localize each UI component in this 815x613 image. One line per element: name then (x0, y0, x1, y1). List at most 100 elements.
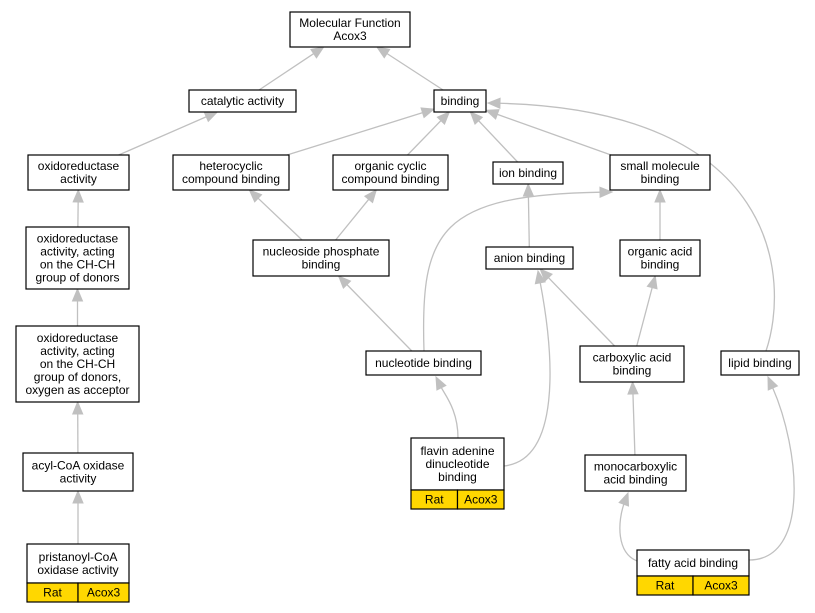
node-fad-tag-label: Acox3 (464, 493, 498, 507)
node-fatty-acid-box (636, 549, 750, 577)
node-anion[interactable]: anion binding (485, 246, 574, 270)
edge-oxido-chch-to-oxidoreductase-arrowhead (72, 188, 84, 203)
edge-fatty-acid-to-monocarboxylic-line (619, 503, 641, 563)
edge-small-molecule-to-binding-line (496, 113, 612, 156)
edge-ion-to-binding-arrowhead (469, 111, 484, 126)
node-anion-label-line: anion binding (494, 251, 565, 265)
node-acyl-coa-label-line: acyl-CoA oxidase (32, 459, 125, 473)
node-nucleoside-phosphate-label-line: nucleoside phosphate (263, 245, 380, 259)
node-fad-box (410, 437, 505, 491)
node-lipid[interactable]: lipid binding (720, 350, 800, 376)
node-catalytic-label-line: catalytic activity (201, 94, 284, 108)
node-oxido-chch-label-line: group of donors (35, 271, 119, 285)
node-small-molecule-label-line: binding (641, 172, 680, 186)
edge-anion-to-ion-line (527, 194, 530, 248)
edge-catalytic-to-mf-arrowhead (310, 46, 325, 59)
node-monocarboxylic-label-line: monocarboxylic (594, 460, 677, 474)
edge-small-molecule-to-binding-arrowhead (484, 109, 500, 120)
edge-carboxylic-to-organic-acid-arrowhead (646, 274, 658, 290)
node-monocarboxylic-label-line: acid binding (603, 473, 667, 487)
edge-lipid-to-binding-arrowhead (486, 97, 501, 110)
node-small-molecule-box (609, 154, 711, 191)
edge-nucleoside-phosphate-to-organic-cyclic-arrowhead (363, 188, 378, 204)
edge-carboxylic-to-anion (539, 268, 616, 347)
node-nucleoside-phosphate-label-line: binding (302, 258, 341, 272)
node-mf-label-line: Molecular Function (299, 16, 400, 30)
edge-nucleotide-to-small-molecule-arrowhead (599, 186, 614, 198)
node-oxidoreductase-label-line: activity (60, 172, 97, 186)
node-oxido-chch-label-line: activity, acting (40, 245, 114, 259)
node-catalytic[interactable]: catalytic activity (188, 89, 297, 113)
node-binding-box (433, 89, 487, 113)
node-heterocyclic-box (172, 154, 290, 191)
node-oxido-oxygen-label-line: oxygen as acceptor (25, 383, 129, 397)
node-oxido-oxygen-label-line: oxidoreductase (37, 331, 119, 345)
node-oxido-oxygen-label-line: on the CH-CH (40, 357, 115, 371)
edge-lipid-to-binding (486, 97, 776, 352)
edge-fatty-acid-to-monocarboxylic (618, 491, 641, 563)
node-binding[interactable]: binding (433, 89, 487, 113)
edge-anion-to-ion-arrowhead (522, 182, 535, 197)
node-carboxylic-box (579, 345, 685, 383)
node-carboxylic-label-line: carboxylic acid (593, 351, 672, 365)
node-oxido-oxygen-box (15, 325, 140, 403)
edge-nucleotide-to-small-molecule (422, 186, 614, 352)
edge-nucleotide-to-nucleoside-phosphate (337, 275, 413, 352)
node-nucleotide[interactable]: nucleotide binding (365, 350, 482, 376)
node-lipid-box (720, 350, 800, 376)
node-organic-cyclic-label-line: organic cyclic (354, 159, 426, 173)
edge-oxido-oxygen-to-oxido-chch-arrowhead (71, 287, 84, 302)
edge-organic-cyclic-to-binding-line (407, 119, 443, 156)
node-ion[interactable]: ion binding (492, 161, 564, 185)
node-oxidoreductase-label-line: oxidoreductase (38, 159, 120, 173)
node-oxidoreductase-box (27, 154, 130, 191)
node-nucleotide-label-line: nucleotide binding (375, 356, 472, 370)
node-oxido-chch-label-line: on the CH-CH (40, 258, 115, 272)
node-heterocyclic-label-line: compound binding (182, 172, 280, 186)
edge-acyl-coa-to-oxido-oxygen (71, 400, 84, 454)
edge-fad-to-nucleotide-arrowhead (435, 375, 447, 391)
edge-oxidoreductase-to-catalytic-line (118, 115, 208, 156)
node-small-molecule-label-line: small molecule (620, 159, 700, 173)
edge-heterocyclic-to-binding-arrowhead (420, 107, 436, 119)
edge-nucleotide-to-small-molecule-line (422, 191, 602, 352)
edge-small-molecule-to-binding (484, 109, 612, 156)
edge-nucleotide-to-nucleoside-phosphate-arrowhead (337, 275, 352, 289)
edge-oxido-oxygen-to-oxido-chch (71, 287, 84, 326)
node-pristanoyl-tag-label: Rat (43, 586, 62, 600)
edge-nucleoside-phosphate-to-organic-cyclic (335, 188, 378, 241)
edge-acyl-coa-to-oxido-oxygen-arrowhead (71, 400, 84, 415)
node-ion-box (492, 161, 564, 185)
edge-fatty-acid-to-lipid (748, 375, 795, 561)
node-fad-tag-label: Rat (425, 493, 444, 507)
node-acyl-coa-label-line: activity (60, 472, 97, 486)
edge-heterocyclic-to-binding (286, 107, 436, 156)
edge-binding-to-mf (375, 46, 444, 91)
node-acyl-coa-box (22, 452, 134, 492)
node-pristanoyl-label-line: pristanoyl-CoA (39, 550, 118, 564)
node-carboxylic-label-line: binding (613, 364, 652, 378)
node-fatty-acid-label-line: fatty acid binding (648, 556, 738, 570)
edge-catalytic-to-mf (258, 46, 325, 91)
edge-organic-cyclic-to-binding-arrowhead (436, 111, 451, 125)
edge-oxido-chch-to-oxidoreductase (72, 188, 84, 228)
node-oxido-chch-box (25, 226, 130, 290)
node-heterocyclic-label-line: heterocyclic (199, 159, 262, 173)
edge-fatty-acid-to-monocarboxylic-arrowhead (618, 491, 630, 507)
node-nucleoside-phosphate-box (252, 239, 390, 277)
